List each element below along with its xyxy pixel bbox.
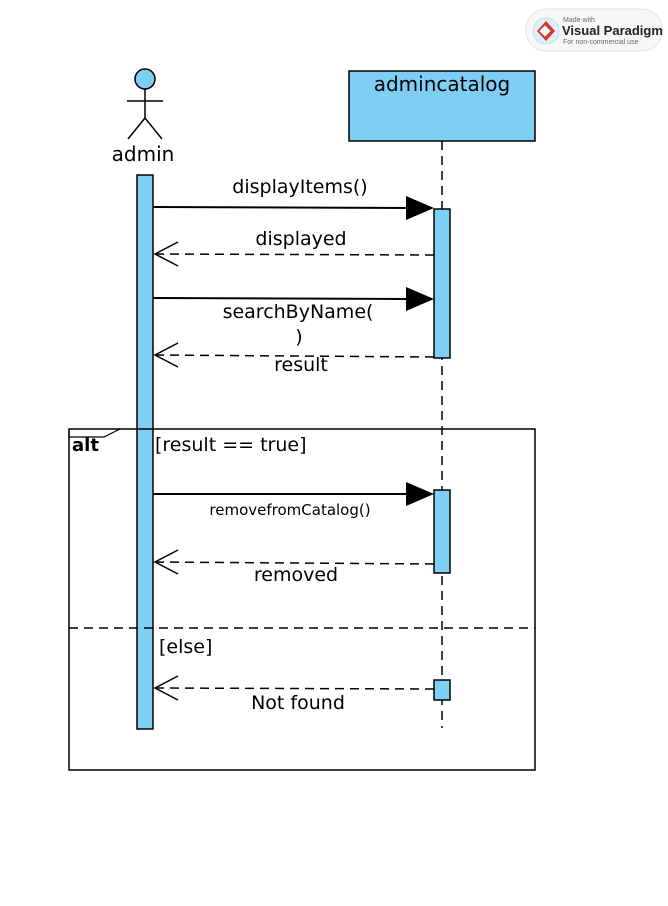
lifeline-admincatalog: admincatalog (348, 70, 536, 728)
return-removed: removed (153, 549, 435, 586)
return-label: result (274, 354, 328, 376)
return-label: removed (254, 564, 338, 586)
message-label: removefromCatalog() (209, 501, 370, 519)
catalog-activation-bar-2 (433, 489, 451, 574)
actor-head (134, 68, 156, 90)
fragment-frame (68, 428, 536, 771)
watermark-brand: Visual Paradigm (562, 23, 663, 38)
open-arrowhead-icon (153, 675, 179, 701)
watermark-made-with: Made with (563, 17, 595, 24)
alt-fragment: alt [result == true] [else] (68, 428, 536, 771)
return-displayed: displayed (153, 228, 435, 267)
watermark-note: For non-commercial use (563, 39, 639, 46)
open-arrowhead-icon (153, 549, 179, 575)
return-label: Not found (251, 692, 345, 714)
return-result: result (153, 342, 435, 376)
message-remove-from-catalog: removefromCatalog() (153, 482, 434, 519)
lifeline-name: admincatalog (374, 72, 511, 96)
filled-arrowhead-icon (406, 482, 434, 506)
fragment-guard-2: [else] (159, 636, 212, 658)
return-label: displayed (255, 228, 346, 250)
lifeline-head-box (348, 70, 536, 142)
message-display-items: displayItems() (152, 176, 434, 220)
fragment-guard-1: [result == true] (155, 434, 307, 456)
watermark-logo: Made with Visual Paradigm For non-commer… (525, 8, 663, 52)
admin-activation-bar (136, 174, 154, 730)
catalog-activation-bar-1 (433, 208, 451, 359)
return-not-found: Not found (153, 675, 435, 714)
catalog-activation-bar-3 (433, 679, 451, 701)
message-label-line2: ) (295, 326, 302, 348)
message-label: displayItems() (232, 176, 367, 198)
message-label-line1: searchByName( (223, 301, 374, 323)
fragment-operator: alt (72, 435, 99, 456)
open-arrowhead-icon (153, 342, 179, 368)
filled-arrowhead-icon (406, 196, 434, 220)
actor-name: admin (112, 142, 175, 166)
open-arrowhead-icon (153, 241, 179, 267)
message-search-by-name: searchByName( ) (152, 287, 434, 348)
filled-arrowhead-icon (406, 287, 434, 311)
actor-admin: admin (112, 68, 175, 166)
fragment-operator-tab (68, 428, 121, 438)
